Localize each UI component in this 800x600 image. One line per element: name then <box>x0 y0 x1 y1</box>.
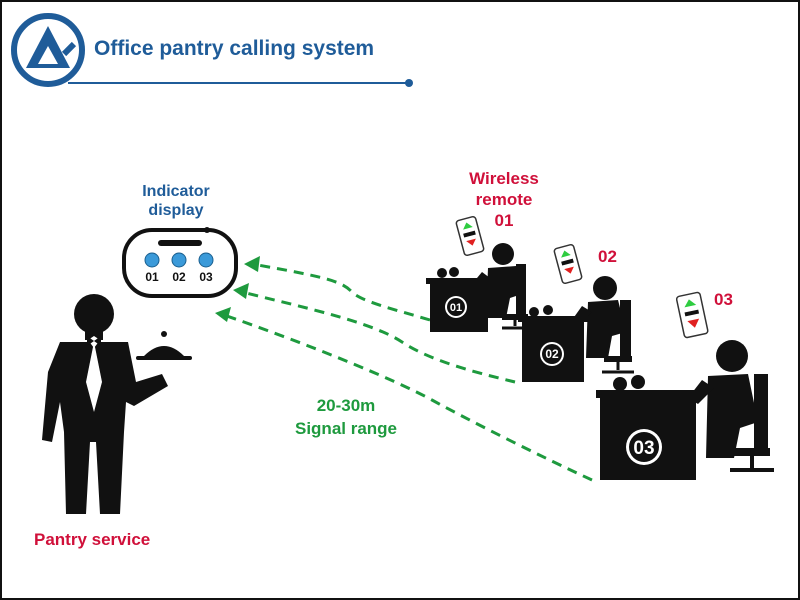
signal-arrowheads <box>215 256 260 322</box>
waiter-silhouette <box>42 294 192 514</box>
arrowhead-2 <box>233 283 249 299</box>
page-title: Office pantry calling system <box>94 37 375 60</box>
signal-wave-1 <box>251 262 431 322</box>
remote-number-01: 01 <box>494 211 514 230</box>
remote-number-02: 02 <box>598 247 617 266</box>
desk-01 <box>426 243 528 332</box>
pantry-service-label: Pantry service <box>34 530 151 549</box>
signal-wave-2 <box>241 290 516 384</box>
desk-number-02: 02 <box>545 347 559 361</box>
indicator-light-03 <box>198 252 214 268</box>
remote-number-03: 03 <box>714 290 733 309</box>
remote-03 <box>675 291 709 339</box>
indicator-light-02 <box>171 252 187 268</box>
indicator-light-01 <box>144 252 160 268</box>
arrowhead-3 <box>215 307 231 322</box>
title-underline <box>68 79 413 87</box>
signal-waves <box>223 262 593 482</box>
arrowhead-1 <box>244 256 260 272</box>
wireless-remote-label: Wireless remote 01 <box>452 168 556 231</box>
indicator-label: Indicator display <box>142 183 210 219</box>
desk-number-01: 01 <box>450 302 462 314</box>
indicator-display: 01 02 03 <box>122 227 238 298</box>
indicator-slot-01: 01 <box>145 270 159 284</box>
indicator-slot-02: 02 <box>172 270 186 284</box>
desk-02 <box>518 276 634 382</box>
indicator-slot-03: 03 <box>199 270 213 284</box>
remote-01 <box>455 215 485 257</box>
company-logo <box>11 13 85 87</box>
desk-number-03: 03 <box>633 438 654 459</box>
signal-range-label: 20-30m Signal range <box>294 396 398 438</box>
signal-wave-3 <box>223 313 593 482</box>
desk-03 <box>596 340 774 480</box>
remote-02 <box>553 243 583 285</box>
